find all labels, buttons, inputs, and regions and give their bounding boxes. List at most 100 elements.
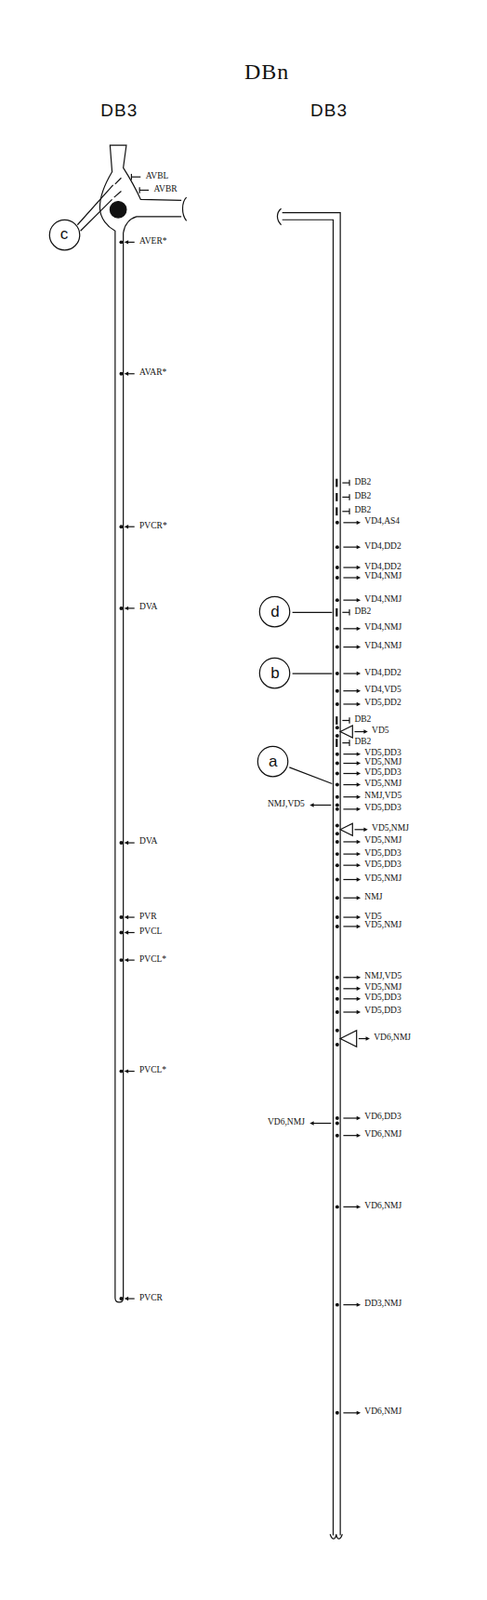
synapse-label: DVA [138,837,158,847]
synapse-dot [335,1027,340,1032]
synapse-label: PVCL* [138,954,168,964]
synapse-symbol [358,1037,368,1039]
synapse-label: VD4,VD5 [363,684,402,695]
synapse-label: VD6,NMJ [372,1032,412,1042]
synapse-label: NMJ [363,892,383,902]
callout-circle: d [258,594,291,628]
synapse-symbol [342,896,357,898]
synapse-dot [335,701,340,706]
synapse-symbol [124,605,129,610]
synapse-symbol [342,481,350,483]
synapse-dot [335,724,340,729]
synapse-symbol [313,803,332,805]
synapse-dot [335,1041,340,1046]
synapse-symbol [356,914,361,919]
synapse-symbol [356,851,361,856]
synapse-dot [335,575,340,580]
synapse-dot [335,1409,340,1414]
synapse-symbol [356,688,361,693]
synapse-symbol [342,719,350,721]
synapse-symbol [356,1131,361,1136]
synapse-symbol [124,929,129,934]
leader-line [77,184,332,783]
synapse-symbol [356,862,361,867]
synapse-symbol [335,492,338,501]
synapse-label: VD4,DD2 [363,562,402,572]
synapse-dot [335,794,340,799]
synapse-dot [335,688,340,693]
synapse-symbol [356,760,361,764]
synapse-dot [118,914,123,919]
synapse-symbol [356,701,361,706]
synapse-dot [335,1302,340,1306]
synapse-symbol [127,372,135,374]
synapse-label: VD4,NMJ [363,594,403,605]
synapse-symbol [127,959,135,961]
synapse-symbol [335,715,338,724]
synapse-symbol [342,645,357,647]
synapse-label: DB2 [353,505,372,515]
synapse-symbol [127,1069,135,1071]
synapse-dot [335,877,340,882]
synapse-label: VD6,DD3 [363,1112,402,1122]
synapse-symbol [342,783,357,785]
neuron-outline [99,144,182,1302]
synapse-symbol [356,575,361,580]
synapse-dot [118,840,123,844]
cut-end [329,1532,343,1538]
synapse-label: DD3,NMJ [363,1298,403,1308]
synapse-label: DB2 [353,477,372,487]
synapse-symbol [356,781,361,786]
synapse-symbol [342,795,357,797]
synapse-label: VD5,DD3 [363,803,402,814]
synapse-dot [118,957,123,961]
synapse-dot [118,239,123,244]
synapse-symbol [124,1295,129,1300]
synapse-symbol [127,241,135,243]
synapse-label: VD4,NMJ [363,641,403,651]
synapse-dot [335,771,340,776]
synapse-symbol [124,524,129,528]
synapse-symbol [131,176,141,178]
synapse-symbol [124,239,129,244]
synapse-label: VD5,DD3 [363,859,402,869]
synapse-dot [335,1120,340,1125]
synapse-label: DB2 [353,491,372,501]
synapse-symbol [356,750,361,755]
synapse-symbol [342,576,357,578]
synapse-symbol [354,828,365,830]
synapse-label: DB2 [353,737,372,747]
synapse-dot [335,802,340,807]
synapse-symbol [335,506,338,515]
synapse-symbol [356,895,361,899]
synapse-dot [335,851,340,856]
synapse-symbol [356,770,361,775]
synapse-label: PVCL* [138,1065,168,1075]
synapse-symbol [342,599,357,601]
synapse-symbol [342,987,357,988]
synapse-symbol [342,496,350,498]
synapse-symbol [127,606,135,608]
synapse-dot [335,974,340,979]
synapse-symbol [348,479,350,487]
synapse-symbol [342,772,357,774]
synapse-dot [335,626,340,631]
synapse-symbol [354,730,365,732]
synapse-symbol [342,671,357,673]
callout-letter: b [258,663,291,683]
synapse-symbol [342,689,357,691]
synapse-dot [335,923,340,928]
cut-bracket [276,208,281,225]
synapse-label: VD6,NMJ [363,1407,403,1417]
synapse-label: AVBR [152,184,178,195]
synapse-symbol [335,737,338,747]
synapse-symbol [342,546,357,548]
synapse-symbol [348,507,350,514]
synapse-dot [335,597,340,602]
synapse-dot [118,371,123,376]
figure-title: DBn [244,60,290,83]
synapse-symbol [356,520,361,525]
synapse-symbol [127,915,135,917]
synapse-symbol [356,671,361,675]
synapse-symbol [124,957,129,961]
